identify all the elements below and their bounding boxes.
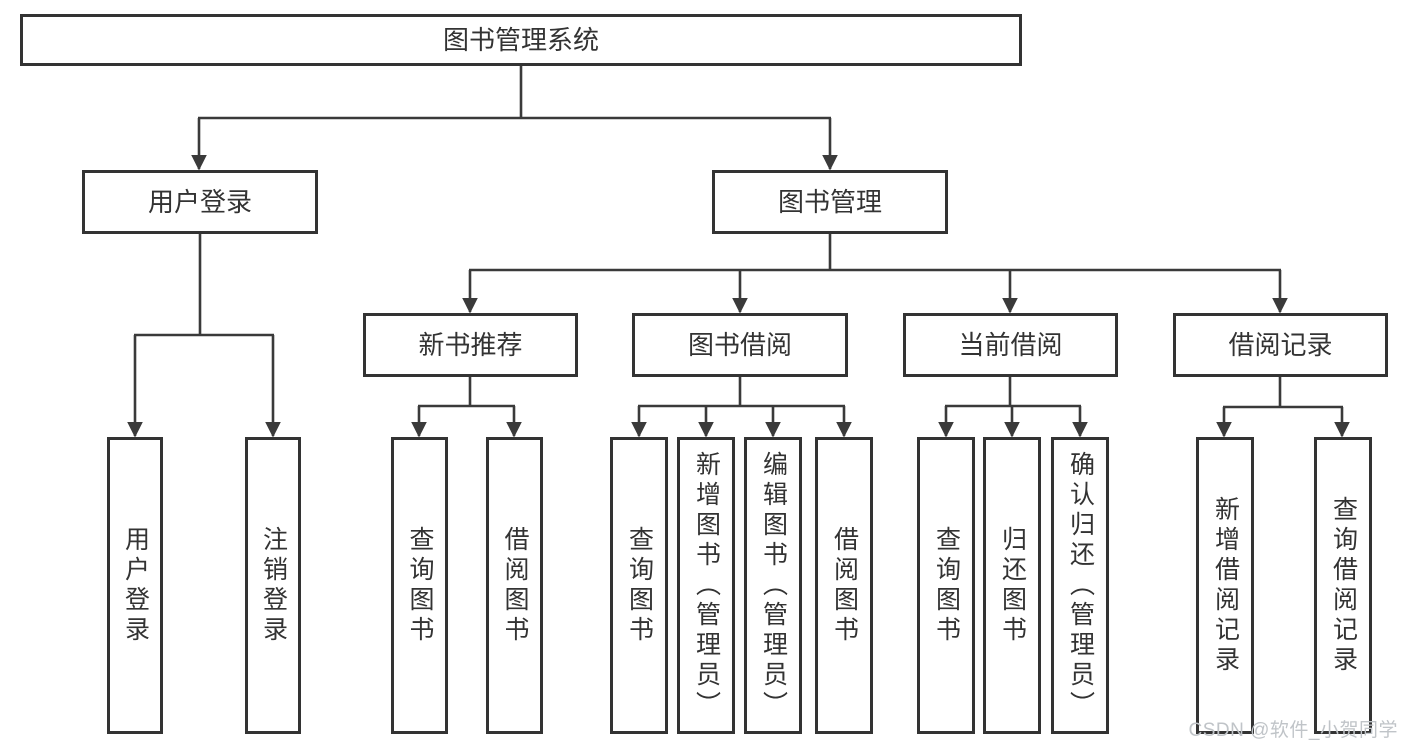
node-book-borrowing: 图书借阅 <box>632 313 848 377</box>
node-borrowing-records: 借阅记录 <box>1173 313 1388 377</box>
node-new-book-recommendation: 新书推荐 <box>363 313 578 377</box>
leaf-query-books-recommend: 查询图书 <box>391 437 448 734</box>
leaf-confirm-return-admin: 确认归还（管理员） <box>1051 437 1109 734</box>
leaf-edit-book-admin: 编辑图书（管理员） <box>744 437 802 734</box>
leaf-logout: 注销登录 <box>245 437 301 734</box>
watermark: CSDN @软件_小贺同学 <box>1188 720 1398 741</box>
leaf-add-borrow-record: 新增借阅记录 <box>1196 437 1254 734</box>
leaf-query-borrow-record: 查询借阅记录 <box>1314 437 1372 734</box>
node-user-login: 用户登录 <box>82 170 318 234</box>
node-current-borrowing: 当前借阅 <box>903 313 1118 377</box>
leaf-return-books: 归还图书 <box>983 437 1041 734</box>
leaf-user-login: 用户登录 <box>107 437 163 734</box>
leaf-borrow-books-borrowing: 借阅图书 <box>815 437 873 734</box>
leaf-add-book-admin: 新增图书（管理员） <box>677 437 735 734</box>
leaf-borrow-books-recommend: 借阅图书 <box>486 437 543 734</box>
leaf-query-books-current: 查询图书 <box>917 437 975 734</box>
node-book-management: 图书管理 <box>712 170 948 234</box>
leaf-query-books-borrowing: 查询图书 <box>610 437 668 734</box>
node-library-management-system: 图书管理系统 <box>20 14 1022 66</box>
